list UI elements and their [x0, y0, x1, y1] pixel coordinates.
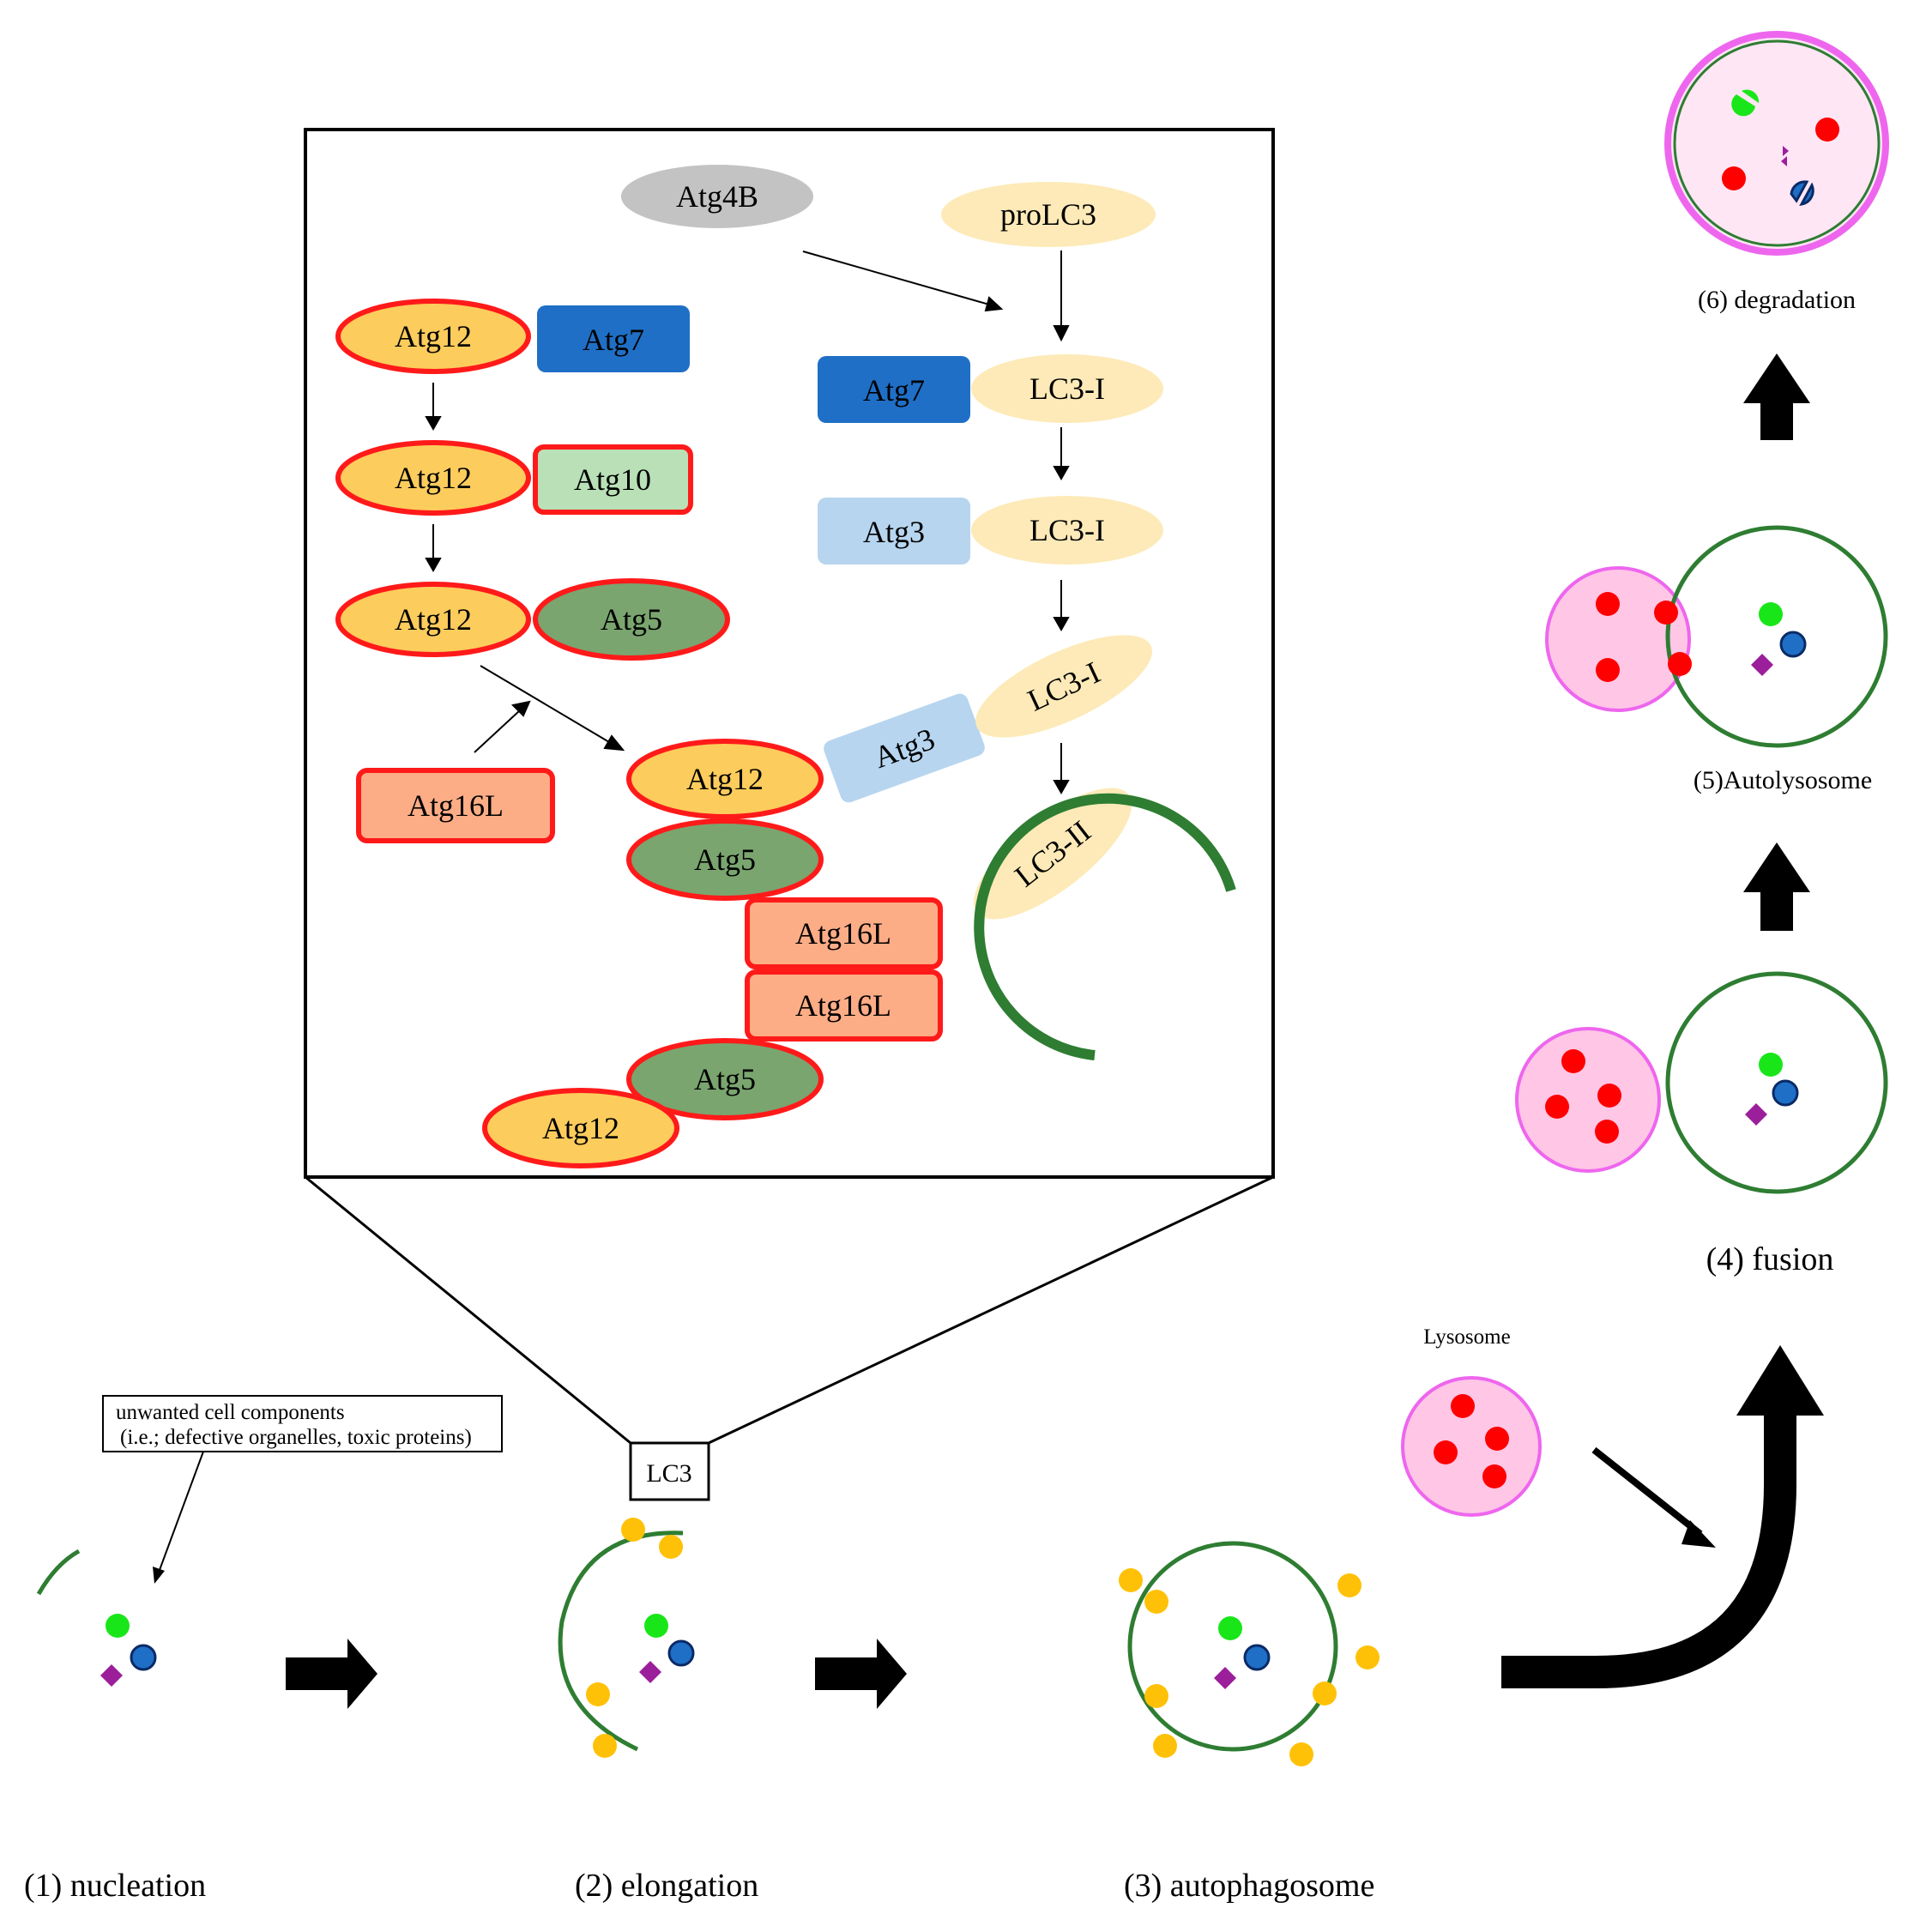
atg16l-node-free: [356, 768, 555, 843]
zoom-line-left: [305, 1175, 631, 1445]
lc3-box-label: LC3: [646, 1459, 691, 1488]
lysosome-enzymes: [1434, 1394, 1509, 1488]
autolysosome-lysosome: [1545, 566, 1691, 712]
stage4-label: (4) fusion: [1706, 1241, 1834, 1277]
autolysosome-enzymes: [1596, 592, 1692, 682]
complex-atg12-top: [626, 739, 824, 819]
fusion-enzymes: [1545, 1049, 1621, 1144]
atg5-label-c: Atg5: [601, 602, 662, 637]
atg3-node-b: [824, 693, 985, 803]
autophagosome-membrane: [1127, 1541, 1338, 1752]
autolysosome-membrane: [1665, 525, 1888, 748]
arrow-1-to-2: [286, 1639, 377, 1709]
unwanted-components-box: [102, 1395, 503, 1452]
atg7-node-b: [818, 356, 970, 423]
arrow-5-to-6: [1743, 353, 1810, 440]
atg5-node-c: [533, 578, 730, 661]
stage5-label: (5)Autolysosome: [1694, 766, 1872, 794]
lc3ii-node: [974, 788, 1132, 920]
atg7-label-a: Atg7: [583, 323, 644, 357]
atg12-label-a: Atg12: [395, 319, 472, 353]
atg10-node: [533, 444, 693, 515]
complex-atg5-bottom: [626, 1038, 824, 1120]
big-curved-arrow: [1501, 1402, 1796, 1688]
atg7-node-a: [537, 305, 690, 372]
stage3-label: (3) autophagosome: [1124, 1868, 1374, 1904]
complex-atg16l-2-label: Atg16L: [795, 988, 891, 1023]
atg12-node-c: [335, 582, 531, 657]
unwanted-line1: unwanted cell components: [116, 1401, 345, 1424]
cargo-stage1: [100, 1614, 157, 1687]
fusion-lysosome: [1515, 1027, 1661, 1173]
atg4b-label: Atg4B: [676, 179, 758, 214]
atg12-label-c: Atg12: [395, 602, 472, 637]
cargo-stage5: [1751, 602, 1807, 676]
nucleation-membrane: [36, 1549, 81, 1596]
complex-atg16l-1-label: Atg16L: [795, 916, 891, 951]
inset-arrows: [425, 251, 1070, 795]
fusion-autophagosome: [1665, 971, 1888, 1194]
lysosome-label: Lysosome: [1423, 1325, 1510, 1349]
big-curved-arrow-head: [1736, 1345, 1824, 1416]
cargo-stage2: [639, 1614, 695, 1683]
prolc3-node: [941, 182, 1156, 247]
cargo-stage3: [1214, 1616, 1271, 1689]
lc3i-node-1: [971, 354, 1163, 423]
cargo-stage4: [1745, 1053, 1799, 1126]
complex-atg5-bottom-label: Atg5: [694, 1062, 756, 1096]
unwanted-line2: (i.e.; defective organelles, toxic prote…: [120, 1426, 472, 1449]
complex-atg5-top-label: Atg5: [694, 842, 756, 877]
atg12-label-b: Atg12: [395, 461, 472, 495]
elongation-membrane: [558, 1531, 684, 1752]
complex-atg12-top-label: Atg12: [686, 762, 764, 796]
complex-atg16l-1: [745, 897, 943, 969]
lc3i-node-3: [975, 635, 1152, 738]
arrow-2-to-3: [815, 1639, 907, 1709]
lc3i-node-2: [971, 496, 1163, 565]
atg10-label: Atg10: [574, 462, 651, 497]
stage1-label: (1) nucleation: [24, 1868, 206, 1904]
atg12-node-b: [335, 440, 531, 516]
inset-membrane-arc: [974, 793, 1236, 1060]
arrow-4-to-5: [1743, 842, 1810, 931]
lysosome-arrow-head: [1682, 1520, 1716, 1548]
degradation-vesicle: [1664, 31, 1889, 256]
atg7-label-b: Atg7: [863, 373, 925, 408]
degradation-vesicle-inner-ring: [1673, 39, 1881, 247]
atg3-label-a: Atg3: [863, 515, 925, 549]
atg12-node-a: [335, 299, 531, 374]
atg4b-node: [621, 165, 813, 228]
lc3-box: [629, 1441, 710, 1501]
lysosome-arrow: [1591, 1446, 1703, 1537]
unwanted-pointer-head: [153, 1567, 165, 1584]
lc3-dots-stage2: [586, 1518, 683, 1758]
complex-atg5-top: [626, 818, 824, 901]
atg16l-label-free: Atg16L: [408, 788, 504, 823]
stage6-label: (6) degradation: [1698, 286, 1856, 314]
atg3-node-a: [818, 498, 970, 565]
lc3i-label-2: LC3-I: [1029, 513, 1105, 547]
prolc3-label: proLC3: [1000, 197, 1096, 232]
complex-atg12-bottom-label: Atg12: [542, 1111, 619, 1145]
unwanted-pointer: [159, 1451, 204, 1571]
zoom-line-right: [708, 1175, 1274, 1445]
stage2-label: (2) elongation: [575, 1868, 758, 1904]
complex-atg12-bottom: [482, 1088, 679, 1168]
degradation-fragments: [1722, 89, 1839, 207]
lc3-dots-stage3: [1119, 1568, 1380, 1766]
lc3i-label-1: LC3-I: [1029, 371, 1105, 406]
complex-atg16l-2: [745, 969, 943, 1041]
